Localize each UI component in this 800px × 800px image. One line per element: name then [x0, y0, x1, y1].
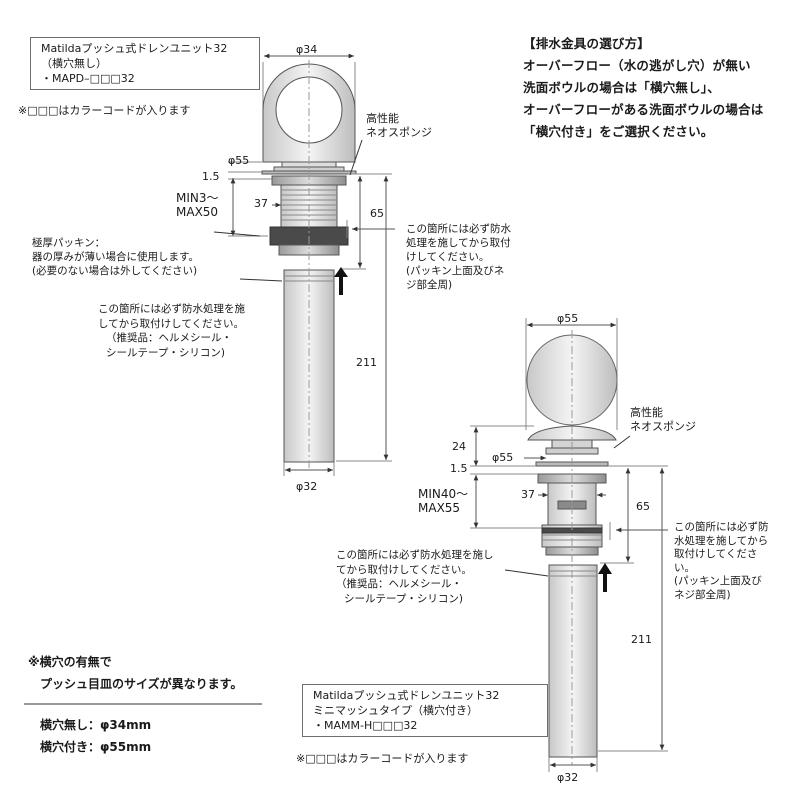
drawing-b [470, 318, 668, 772]
b-waterproof-left-note: この箇所には必ず防水処理を施し てから取付けしてください。 （推奨品：ヘルメシー… [336, 548, 494, 606]
a-wp-right-line-5: ジ部全周) [406, 279, 453, 291]
a-sponge-label: 高性能 ネオスポンジ [366, 112, 432, 140]
b-dim-pipe: φ32 [557, 771, 579, 784]
b-wp-right-line-4: い。 [674, 561, 695, 574]
a-packing-note: 極厚パッキン： 器の厚みが薄い場合に使用します。 (必要のない場合は外してくださ… [32, 236, 199, 278]
b-wp-right-line-3: 取付けしてくださ [674, 548, 758, 560]
product-a-color-note: ※□□□はカラーコードが入ります [18, 104, 191, 117]
a-wp-left-line-2: してから取付けしてください。 [98, 317, 245, 330]
guide-line-1: オーバーフロー（水の逃がし穴）が無い [523, 58, 751, 73]
a-sponge-line-1: 高性能 [366, 112, 399, 125]
b-wp-left-line-2: てから取付けしてください。 [336, 563, 472, 576]
a-dim-211: 211 [356, 356, 377, 369]
drawing-a [213, 53, 395, 476]
product-b-code: ・MAMM-H□□□32 [313, 719, 418, 732]
a-dim-65: 65 [370, 207, 384, 220]
b-range-min: MIN40～ [418, 487, 469, 501]
a-packing-line-3: (必要のない場合は外してください) [32, 265, 198, 277]
a-dim-pipe: φ32 [296, 480, 318, 493]
guide-line-3: オーバーフローがある洗面ボウルの場合は [523, 102, 764, 117]
a-range-max: MAX50 [176, 205, 219, 219]
guide-line-4: 「横穴付き」をご選択ください。 [523, 124, 714, 139]
guide-heading: 【排水金具の選び方】 [523, 36, 651, 51]
b-dim-24: 24 [452, 440, 466, 453]
a-wp-right-line-3: けしてください。 [406, 251, 490, 263]
b-range-max: MAX55 [418, 501, 461, 515]
product-a-subtitle: （横穴無し） [41, 57, 107, 70]
b-sponge-line-1: 高性能 [630, 406, 663, 419]
b-waterproof-right-note: この箇所には必ず防 水処理を施してから 取付けしてくださ い。 (パッキン上面及… [674, 521, 769, 602]
b-dim-65: 65 [636, 500, 650, 513]
a-packing-line-1: 極厚パッキン： [32, 237, 106, 249]
product-b-title: Matildaプッシュ式ドレンユニット32 [313, 689, 500, 702]
a-sponge-line-2: ネオスポンジ [366, 126, 432, 139]
b-wp-right-line-1: この箇所には必ず防 [674, 521, 769, 533]
a-dim-flange: φ55 [228, 154, 250, 167]
b-dim-cap: φ55 [557, 312, 579, 325]
side-hole-size-no-hole: 横穴無し：φ34mm [40, 718, 152, 732]
b-dim-211: 211 [631, 633, 652, 646]
product-a-box: Matildaプッシュ式ドレンユニット32 （横穴無し） ・MAPD–□□□32 [30, 37, 260, 90]
selection-guide: 【排水金具の選び方】 オーバーフロー（水の逃がし穴）が無い 洗面ボウルの場合は「… [523, 33, 763, 143]
a-dim-thread: 37 [254, 197, 268, 210]
b-wp-left-line-4: シールテープ・シリコン) [344, 592, 463, 605]
product-a-code: ・MAPD–□□□32 [41, 72, 135, 85]
b-wp-right-line-2: 水処理を施してから [674, 534, 769, 547]
product-b-subtitle: ミニマッシュタイプ（横穴付き） [313, 704, 478, 717]
a-range-min: MIN3～ [176, 191, 219, 205]
b-wp-right-line-5: (パッキン上面及び [674, 575, 762, 587]
a-range-label: MIN3～ MAX50 [176, 191, 219, 219]
a-packing-line-2: 器の厚みが薄い場合に使用します。 [32, 251, 199, 263]
guide-line-2: 洗面ボウルの場合は「横穴無し」、 [523, 80, 720, 95]
product-b-color-note: ※□□□はカラーコードが入ります [296, 752, 469, 765]
b-dim-thickness: 1.5 [450, 462, 468, 475]
side-hole-size-with-hole: 横穴付き：φ55mm [40, 740, 152, 754]
side-hole-note-line-1: ※横穴の有無で [28, 655, 112, 669]
a-dim-thickness: 1.5 [202, 170, 220, 183]
a-dim-cap: φ34 [296, 43, 318, 56]
a-wp-right-line-1: この箇所には必ず防水 [406, 223, 511, 235]
b-wp-left-line-3: （推奨品：ヘルメシール・ [336, 578, 462, 590]
b-sponge-label: 高性能 ネオスポンジ [630, 406, 696, 434]
product-a-title: Matildaプッシュ式ドレンユニット32 [41, 42, 228, 55]
a-waterproof-right-note: この箇所には必ず防水 処理を施してから取付 けしてください。 (パッキン上面及び… [406, 222, 511, 292]
b-dim-thread: 37 [521, 488, 535, 501]
b-sponge-line-2: ネオスポンジ [630, 420, 696, 433]
b-wp-right-line-6: ネジ部全周) [674, 588, 731, 601]
a-wp-left-line-3: （推奨品：ヘルメシール・ [106, 332, 232, 344]
b-dim-flange: φ55 [492, 451, 514, 464]
b-wp-left-line-1: この箇所には必ず防水処理を施し [336, 549, 494, 561]
b-range-label: MIN40～ MAX55 [418, 487, 468, 515]
a-wp-right-line-2: 処理を施してから取付 [406, 237, 511, 249]
side-hole-note-line-2: プッシュ目皿のサイズが異なります。 [40, 677, 243, 691]
a-wp-right-line-4: (パッキン上面及びネ [406, 265, 505, 277]
product-b-box: Matildaプッシュ式ドレンユニット32 ミニマッシュタイプ（横穴付き） ・M… [302, 684, 548, 737]
a-waterproof-left-note: この箇所には必ず防水処理を施 してから取付けしてください。 （推奨品：ヘルメシー… [98, 302, 245, 360]
a-wp-left-line-4: シールテープ・シリコン) [106, 346, 225, 359]
a-wp-left-line-1: この箇所には必ず防水処理を施 [98, 303, 245, 315]
